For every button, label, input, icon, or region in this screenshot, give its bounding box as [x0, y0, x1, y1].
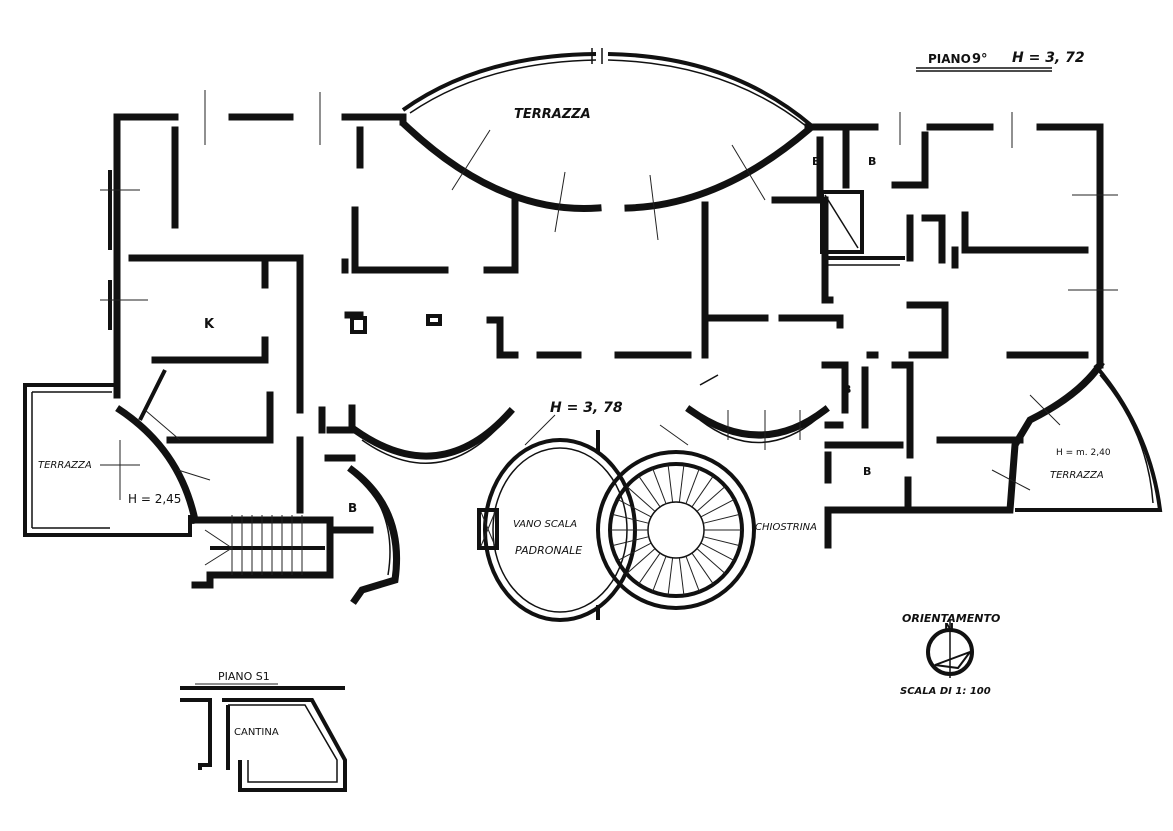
- north-label: N: [944, 621, 954, 635]
- basement-title: PIANO S1: [218, 670, 270, 683]
- chiostrina: CHIOSTRINA: [755, 522, 817, 533]
- spiral-step: [696, 548, 726, 575]
- scale-label: SCALA DI 1: 100: [900, 686, 991, 697]
- bath-label-4: B: [843, 383, 851, 396]
- misc-marks: [591, 48, 719, 386]
- spiral-step: [685, 556, 700, 592]
- height-center: H = 3, 78: [550, 400, 623, 416]
- terrace-top: TERRAZZA: [401, 52, 814, 128]
- spiral-step: [685, 468, 700, 504]
- bath-label-2: B: [812, 155, 820, 168]
- plan-header: PIANO 9° H = 3, 72: [916, 50, 1085, 72]
- kitchen-label: K: [204, 317, 215, 332]
- bath-label-5: B: [863, 465, 871, 478]
- spiral-step: [617, 542, 652, 562]
- cantina-label: CANTINA: [234, 727, 279, 738]
- terrace-left: TERRAZZA H = 2,45: [23, 383, 211, 537]
- spiral-step: [700, 542, 735, 562]
- spiral-step: [696, 485, 726, 512]
- height-right: H = m. 2,40: [1056, 448, 1111, 458]
- basement-plan: PIANO S1 CANTINA: [180, 670, 347, 792]
- interior-walls-right: [771, 126, 1089, 514]
- spiral-step: [611, 513, 649, 524]
- height-left: H = 2,45: [128, 492, 181, 506]
- terrace-left-label: TERRAZZA: [38, 460, 92, 471]
- piano-label: PIANO: [928, 52, 971, 66]
- outer-walls: [108, 113, 1105, 549]
- spiral-step: [667, 557, 674, 596]
- room-labels: K B B B B: [204, 155, 876, 478]
- orientation-label: ORIENTAMENTO: [902, 612, 1000, 625]
- vano-scala-label-2: PADRONALE: [515, 544, 582, 557]
- spiral-step: [691, 552, 714, 585]
- terrace-right-label: TERRAZZA: [1050, 470, 1104, 481]
- spiral-step: [652, 468, 667, 504]
- spiral-step: [626, 548, 656, 575]
- bath-label-1: B: [348, 501, 357, 515]
- spiral-step: [638, 475, 661, 508]
- spiral-step: [626, 485, 656, 512]
- spiral-step: [691, 475, 714, 508]
- chiostrina-label: CHIOSTRINA: [755, 522, 817, 533]
- bath-label-3: B: [868, 155, 876, 168]
- windows: [100, 90, 1118, 301]
- spiral-step: [638, 552, 661, 585]
- interior-walls-left: [128, 126, 844, 514]
- spiral-step: [652, 556, 667, 592]
- terrace-top-label: TERRAZZA: [514, 107, 591, 122]
- spiral-step: [700, 498, 735, 518]
- floor-level: 9°: [972, 52, 988, 67]
- spiral-step: [678, 464, 685, 503]
- terrace-right: H = m. 2,40 TERRAZZA: [991, 363, 1163, 512]
- spiral-step: [617, 498, 652, 518]
- floor-height: H = 3, 72: [1012, 50, 1085, 66]
- spiral-stair: [596, 430, 756, 620]
- spiral-step: [611, 536, 649, 547]
- spiral-step: [703, 536, 741, 547]
- stair-left: B: [191, 465, 401, 605]
- spiral-step: [678, 557, 685, 596]
- spiral-step: [667, 464, 674, 503]
- central-bays: H = 3, 78: [350, 400, 830, 465]
- spiral-step: [703, 513, 741, 524]
- vano-scala-label-1: VANO SCALA: [513, 519, 577, 530]
- orientation-block: ORIENTAMENTO N SCALA DI 1: 100: [900, 612, 1000, 697]
